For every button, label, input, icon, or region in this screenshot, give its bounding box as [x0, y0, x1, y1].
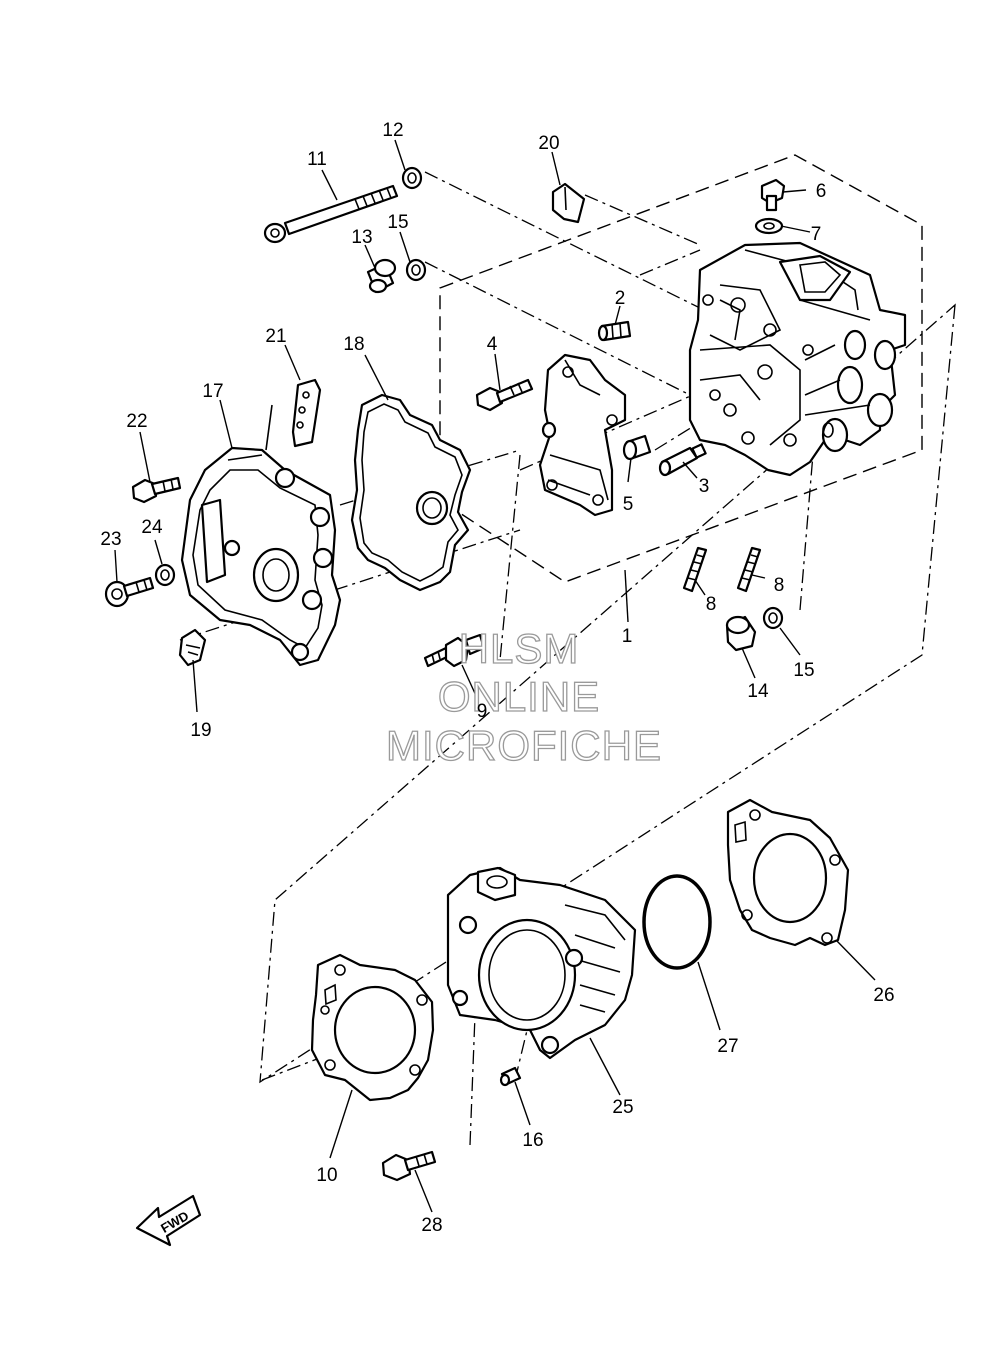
callout-8-right: 8: [774, 575, 785, 596]
callout-9: 9: [477, 701, 488, 722]
callout-15-upper: 15: [387, 212, 408, 233]
cylinder-assembly-boundary: [259, 303, 956, 1084]
callout-20: 20: [538, 133, 559, 154]
callout-11: 11: [307, 149, 327, 170]
callout-7: 7: [811, 224, 822, 245]
callout-24: 24: [141, 517, 163, 538]
cap-20: [551, 182, 586, 224]
callout-21: 21: [265, 326, 286, 347]
bracket-21: [265, 378, 322, 451]
plug-5: [622, 434, 652, 461]
sensor-3: [658, 443, 707, 477]
pin-2: [597, 320, 632, 342]
callout-19: 19: [190, 720, 211, 741]
callout-13: 13: [351, 227, 372, 248]
callout-3: 3: [699, 476, 710, 497]
gasket-10: [310, 953, 435, 1102]
callout-1: 1: [622, 626, 633, 647]
dowel-16: [499, 1066, 522, 1087]
callout-5: 5: [623, 494, 634, 515]
callout-27: 27: [717, 1036, 738, 1057]
callout-14: 14: [747, 681, 769, 702]
callout-6: 6: [816, 181, 827, 202]
stud-8-left: [682, 546, 708, 593]
washer-24: [154, 563, 176, 587]
washer-7: [754, 217, 784, 235]
cylinder-head-1: [688, 241, 907, 477]
callout-18: 18: [343, 334, 364, 355]
callout-8-left: 8: [706, 594, 717, 615]
collar-13: [366, 258, 397, 294]
washer-15-upper: [405, 258, 427, 282]
washer-15-lower: [762, 606, 784, 630]
o-ring-27: [642, 874, 712, 970]
callout-23: 23: [100, 529, 121, 550]
callout-26: 26: [873, 985, 894, 1006]
callout-15-lower: 15: [793, 660, 814, 681]
callout-10: 10: [316, 1165, 337, 1186]
watermark: HLSM ONLINE MICROFICHE: [385, 624, 662, 769]
callout-2: 2: [615, 288, 626, 309]
cylinder-25: [446, 866, 637, 1060]
washer-12: [401, 166, 423, 190]
bolt-long-11: [263, 184, 399, 244]
clip-19: [178, 628, 207, 667]
bolt-6: [760, 178, 786, 212]
bolt-23: [104, 576, 155, 608]
bolt-4: [475, 378, 534, 412]
callout-22: 22: [126, 411, 147, 432]
gasket-26: [726, 798, 850, 947]
cap-nut-14: [725, 615, 757, 652]
watermark-line-2: ONLINE: [438, 673, 600, 720]
callout-17: 17: [202, 381, 223, 402]
watermark-line-1: HLSM: [459, 625, 580, 672]
callout-16: 16: [522, 1130, 543, 1151]
cover-17: [180, 446, 342, 667]
watermark-line-3: MICROFICHE: [386, 722, 662, 769]
callout-28: 28: [421, 1215, 442, 1236]
rocker-holder: [538, 353, 627, 517]
bolt-22: [131, 476, 182, 504]
forward-arrow: FWD: [135, 1194, 202, 1247]
callout-4: 4: [487, 334, 498, 355]
callout-25: 25: [612, 1097, 633, 1118]
leader-lines: [114, 139, 876, 1213]
gasket-18: [350, 393, 472, 592]
head-assembly-boundary: [439, 154, 923, 583]
callout-labels: 1 2 3 4 5 6 7 8 8 9 10 11 12 13 14 15 15…: [100, 120, 894, 1236]
sender-9: [423, 633, 486, 668]
stud-8-right: [736, 546, 762, 593]
bolt-28: [381, 1150, 437, 1182]
callout-12: 12: [382, 120, 403, 141]
